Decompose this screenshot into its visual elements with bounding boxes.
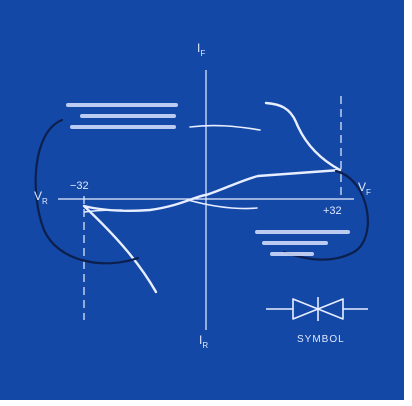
characteristic-curve (82, 168, 342, 294)
leader-line-left (34, 118, 140, 265)
diagram-panel (0, 0, 404, 400)
annotation-block-lower-line-2 (262, 241, 328, 245)
tick-label-negative: −32 (70, 180, 89, 192)
forward-current-label: IF (197, 41, 205, 58)
reverse-current-label: IR (199, 333, 208, 350)
annotation-arrow-upper (189, 124, 261, 131)
leader-line-right (282, 169, 369, 261)
bidirectional-diode-symbol-icon (266, 297, 368, 321)
annotation-block-lower-line-3 (270, 252, 314, 256)
iv-characteristic-diagram: IF IR VR VF −32 +32 SYMBOL (34, 41, 371, 350)
reverse-voltage-label: VR (34, 189, 48, 206)
annotation-block-upper-line-2 (80, 114, 176, 118)
annotation-block-upper (66, 103, 178, 107)
annotation-arrow-left (84, 209, 123, 213)
symbol-label: SYMBOL (297, 334, 345, 345)
breakdown-curve-positive (264, 101, 342, 172)
annotation-block-upper-line-3 (70, 125, 176, 129)
annotation-arrow-lower (187, 199, 258, 210)
tick-label-positive: +32 (323, 205, 342, 217)
forward-voltage-label: VF (358, 180, 371, 197)
annotation-block-lower (255, 230, 350, 234)
